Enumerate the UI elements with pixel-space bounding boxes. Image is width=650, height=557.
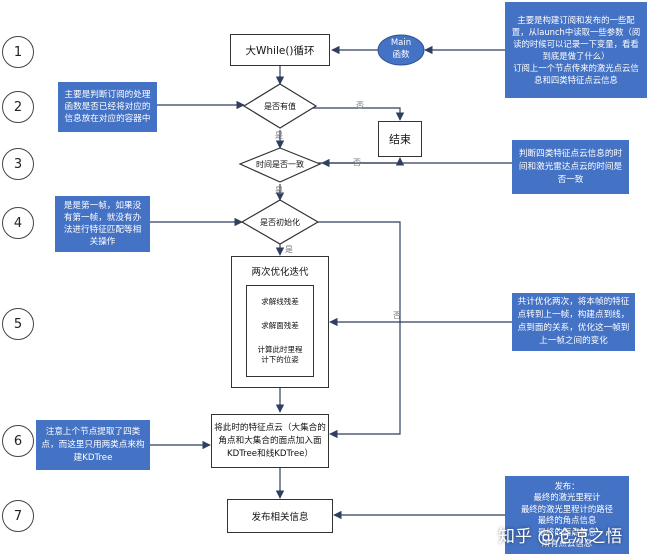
optimize-box: 两次优化迭代 求解线残差 求解面残差 计算此时里程 计下的位姿 [231,256,329,388]
main-function-shape [377,34,425,66]
step-7-circle: 7 [2,500,34,532]
step-2-circle: 2 [2,91,34,123]
branch-no-2: 否 [353,158,361,167]
main-function-label: Main 函数 [390,38,412,60]
note-step7: 发布： 最终的激光里程计 最终的激光里程计的路径 最终的角点信息 最终的面点信息… [505,476,629,554]
plane-residual-label: 求解面残差 [261,321,299,330]
pose-label: 计算此时里程 计下的位姿 [257,345,303,364]
end-box: 结束 [378,121,422,157]
arrow-d1-no [312,107,405,121]
note-step4: 是是第一帧，如果没有第一帧，就没有办法进行特征匹配等相关操作 [55,196,150,252]
watermark-text: 知乎 @沧涼之悟 [498,527,623,547]
decision-time-consistent: 时间是否一致 [256,160,304,169]
step-6-circle: 6 [2,425,34,457]
step-4-circle: 4 [2,207,34,239]
decision-has-value-shape [242,83,318,129]
decision-time-shape [238,147,322,183]
step-5-circle: 5 [2,308,34,340]
main-loop-box: 大While()循环 [230,34,330,66]
note-step5: 共计优化两次，将本帧的特征点转到上一帧，构建点到线，点到面的关系，优化这一帧到上… [512,293,635,351]
branch-yes-3: 是 [285,245,293,254]
step-1-circle: 1 [2,36,34,68]
note-top-right: 主要是构建订阅和发布的一些配置，从launch中读取一些参数（阅读的时候可以记录… [505,2,647,98]
step-3-circle: 3 [2,148,34,180]
kdtree-box: 将此时的特征点云（大集合的 角点和大集合的面点加入面 KDTree和线KDTre… [211,414,329,468]
optimize-title: 两次优化迭代 [251,267,309,278]
publish-box: 发布相关信息 [227,499,333,533]
optimize-inner-box: 求解线残差 求解面残差 计算此时里程 计下的位姿 [246,285,314,377]
decision-initialized: 是否初始化 [260,218,300,227]
decision-has-value: 是否有值 [264,102,296,111]
branch-no-3: 否 [393,311,401,320]
note-step6: 注意上个节点提取了四类点，而这里只用两类点来构建KDTree [36,420,150,470]
branch-no-1: 否 [356,101,364,110]
arrow-d3-no [318,221,401,439]
note-step3: 判断四类特征点云信息的时间和激光雷达点云的时间是否一致 [512,140,629,194]
note-step2: 主要是判断订阅的处理函数是否已经将对应的信息放在对应的容器中 [58,82,157,132]
decision-init-shape [240,199,320,245]
branch-yes-1: 是 [275,131,283,140]
branch-yes-2: 是 [275,186,283,195]
edge-residual-label: 求解线残差 [261,297,299,306]
